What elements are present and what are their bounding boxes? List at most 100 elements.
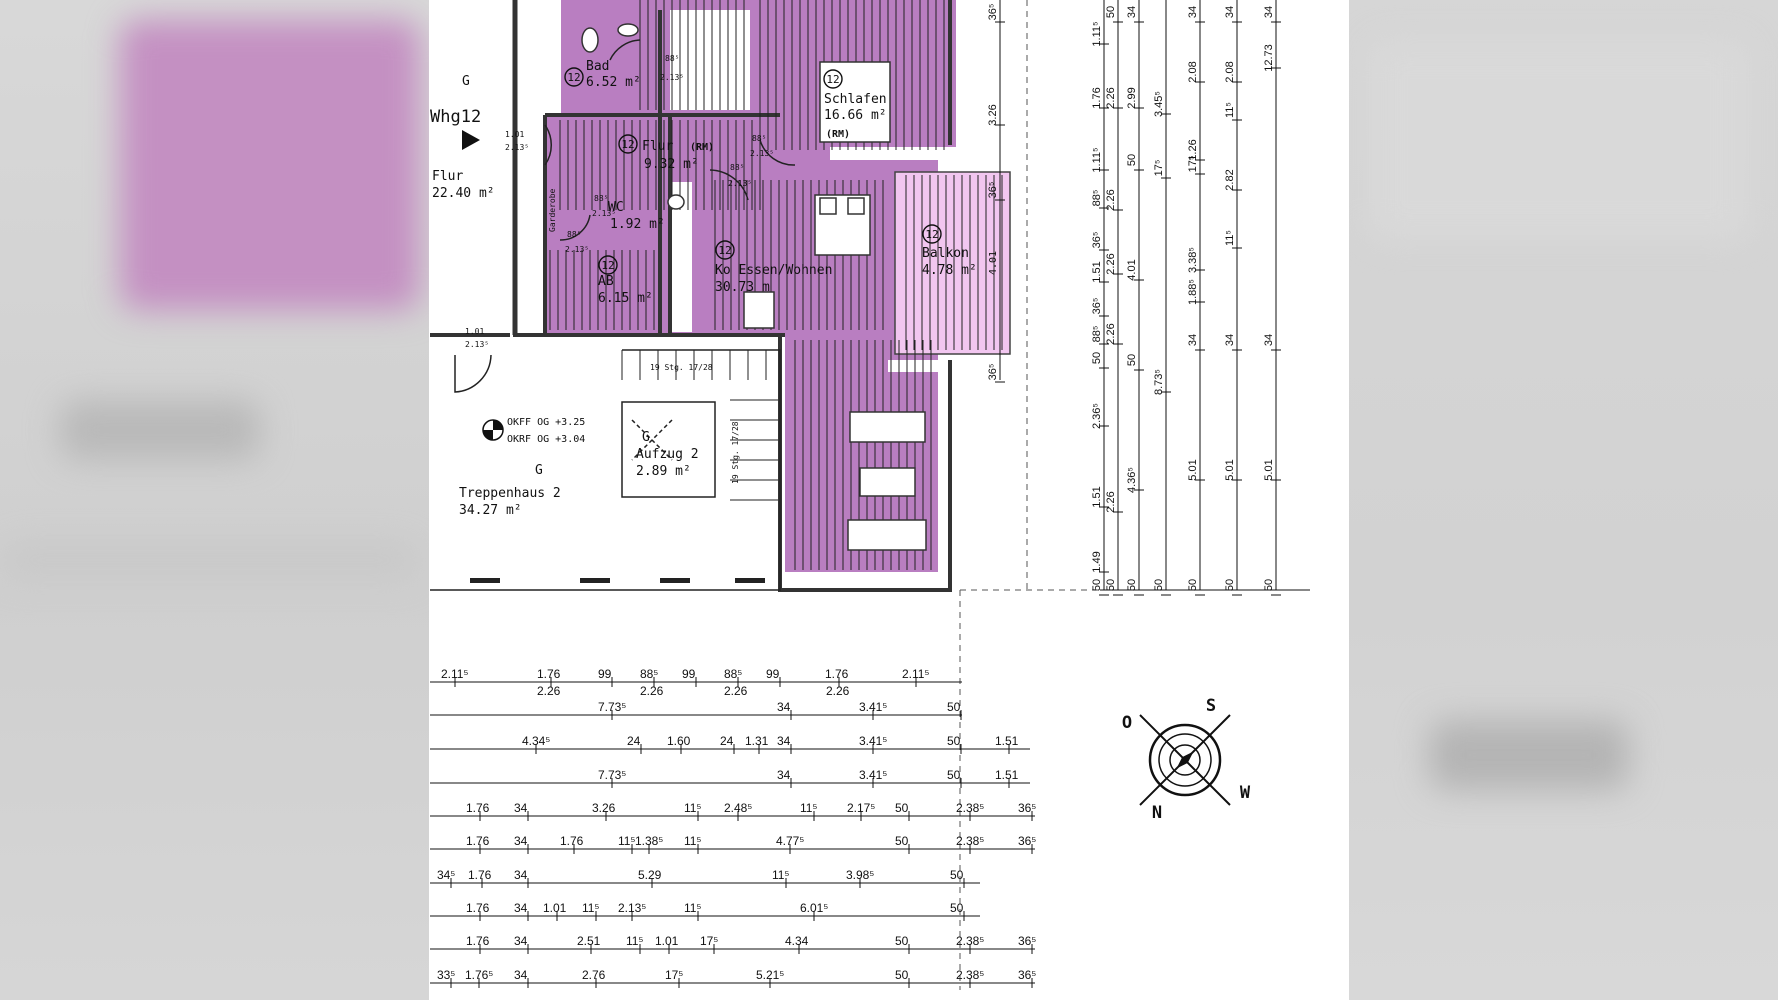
room-area-treppenhaus: 34.27 m²	[459, 503, 522, 518]
toilet-icon	[581, 27, 599, 53]
floor-plan-drawing: 12 12 12 12 12 12 G Whg12 Flur 22.40 m² …	[430, 0, 1310, 990]
dimension-label: 2.38⁵	[956, 968, 984, 982]
svg-text:12: 12	[925, 228, 938, 241]
dimension-label: 24	[720, 734, 734, 748]
room-area-ab: 6.15 m²	[598, 291, 653, 306]
dimension-label: 2.38⁵	[956, 834, 984, 848]
dimension-label: 34	[1126, 6, 1138, 18]
dimension-label: 50	[1126, 154, 1138, 166]
compass-label-s: S	[1206, 696, 1216, 716]
door-width: 1.01	[465, 327, 484, 336]
room-name-flur-common: Flur	[432, 169, 463, 184]
washbasin-icon	[617, 23, 639, 37]
dimension-label: 1.76	[466, 901, 490, 915]
dimension-label: 2.13⁵	[618, 901, 646, 915]
room-tag-schlafen: (RM)	[826, 129, 850, 140]
dimension-label: 2.26	[1105, 87, 1117, 108]
unit-badges	[564, 67, 942, 275]
door-dimensions: 1.01 2.13⁵ 1.01 2.13⁵ 88⁵ 2.13⁵ 88⁵ 2.13…	[465, 54, 774, 349]
dimension-label: 50	[1263, 579, 1275, 591]
apartment-plan: 12 12 12 12 12 12 G Whg12 Flur 22.40 m² …	[430, 0, 1011, 592]
dimension-label: 50	[1224, 579, 1236, 591]
room-name-bad: Bad	[586, 59, 609, 74]
dimension-label: 50	[1153, 579, 1165, 591]
dimension-label: 1.26	[1187, 139, 1199, 160]
svg-text:12: 12	[826, 73, 839, 86]
dimension-label: 1.76	[825, 667, 849, 681]
dimension-label: 1.76	[466, 934, 490, 948]
dimension-label: 1.76	[466, 834, 490, 848]
dimension-label: 17⁵	[1153, 160, 1165, 177]
svg-text:12: 12	[718, 244, 731, 257]
dimension-label: 11⁵	[684, 834, 701, 848]
compass-label-n: N	[1152, 803, 1162, 823]
level-okff: OKFF OG +3.25	[507, 417, 585, 428]
door-height: 2.13⁵	[728, 179, 752, 188]
dimension-label: 5.01	[1187, 459, 1199, 480]
room-name-schlafen: Schlafen	[824, 92, 887, 107]
dimension-label: 36⁵	[1018, 834, 1036, 848]
dimension-label: 34	[1224, 6, 1236, 18]
dimension-label: 36⁵	[1018, 801, 1036, 815]
room-name-aufzug: Aufzug 2	[636, 447, 699, 462]
dimension-label: 2.26	[640, 684, 664, 698]
blur-blob	[1429, 720, 1629, 790]
dimension-label: 1.76	[560, 834, 584, 848]
dimension-label: 2.76	[582, 968, 606, 982]
dimension-label: 1.51	[1091, 261, 1103, 282]
dimension-label: 3.41⁵	[859, 700, 887, 714]
dimension-label: 34	[514, 868, 528, 882]
dimension-label: 36⁵	[987, 364, 999, 381]
dimension-label: 2.26	[1105, 253, 1117, 274]
compass-label-o: O	[1122, 713, 1132, 733]
dimension-label: 99	[682, 667, 696, 681]
dimension-label: 50	[1187, 579, 1199, 591]
dimension-label: 2.99	[1126, 87, 1138, 108]
blur-blob	[60, 400, 260, 460]
dimension-label: 11⁵	[800, 801, 817, 815]
garderobe-white	[527, 245, 547, 325]
dimension-label: 2.51	[577, 934, 601, 948]
dimension-label: 17⁵	[700, 934, 718, 948]
dimension-label: 5.21⁵	[756, 968, 784, 982]
chair	[847, 197, 865, 215]
dimension-label: 99	[766, 667, 780, 681]
dimension-label: 50	[1126, 579, 1138, 591]
door-height: 2.13⁵	[750, 149, 774, 158]
dimension-label: 2.17⁵	[847, 801, 875, 815]
dimension-label: 34⁵	[437, 868, 455, 882]
toilet-icon	[667, 194, 685, 210]
room-name-ab: AB	[598, 274, 614, 289]
door-swing	[454, 354, 492, 393]
dimension-label: 24	[627, 734, 641, 748]
dimension-label: 34	[777, 768, 791, 782]
door-width: 88⁵	[567, 230, 581, 239]
dimension-label: 36⁵	[1091, 298, 1103, 315]
dimension-label: 50	[895, 834, 909, 848]
room-area-flur: 9.32 m²	[644, 157, 699, 172]
dimension-label: 36⁵	[987, 4, 999, 21]
dimension-label: 50	[1126, 354, 1138, 366]
entrance-marker: G	[462, 74, 470, 89]
dimension-label: 1.31	[745, 734, 769, 748]
dimension-label: 1.60	[667, 734, 691, 748]
dimension-label: 3.38⁵	[1187, 247, 1199, 273]
doors	[454, 39, 796, 393]
stairs-side-label: 19 Stg. 17/28	[731, 421, 740, 484]
room-area-wc: 1.92 m²	[610, 217, 665, 232]
door-height: 2.13⁵	[505, 143, 529, 152]
svg-text:12: 12	[567, 71, 580, 84]
door-swing	[559, 214, 591, 241]
room-name-treppenhaus: Treppenhaus 2	[459, 486, 561, 501]
dimension-label: 11⁵	[626, 934, 643, 948]
dimension-label: 2.38⁵	[956, 934, 984, 948]
svg-text:12: 12	[601, 259, 614, 272]
dimension-label: 50	[1105, 6, 1117, 18]
dimension-label: 2.26	[1105, 323, 1117, 344]
dimension-label: 3.41⁵	[859, 734, 887, 748]
window-marks	[470, 578, 765, 583]
dimension-label: 4.01	[1126, 259, 1138, 280]
door-height: 2.13⁵	[565, 245, 589, 254]
dimension-label: 2.11⁵	[902, 667, 929, 681]
dimension-label: 34	[514, 801, 528, 815]
